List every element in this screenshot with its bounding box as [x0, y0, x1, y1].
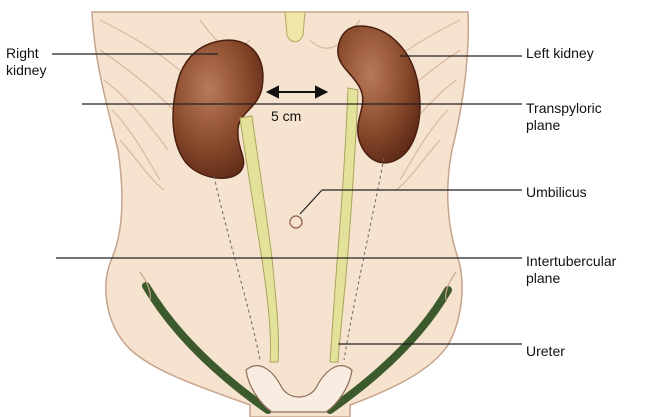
- distance-label: 5 cm: [271, 108, 301, 125]
- umbilicus-label-text: Umbilicus: [526, 184, 587, 201]
- transpyloric-plane-label: Transpyloric plane: [526, 100, 602, 134]
- intertubercular-label-line1: Intertubercular: [526, 253, 616, 270]
- ureter-label-text: Ureter: [526, 343, 565, 360]
- right-kidney-label-line2: kidney: [6, 62, 46, 79]
- intertubercular-label-line2: plane: [526, 270, 616, 287]
- distance-label-text: 5 cm: [271, 108, 301, 125]
- ureter-label: Ureter: [526, 343, 565, 360]
- umbilicus: [290, 216, 302, 228]
- transpyloric-label-line1: Transpyloric: [526, 100, 602, 117]
- intertubercular-plane-label: Intertubercular plane: [526, 253, 616, 287]
- right-kidney-label: Right kidney: [6, 45, 46, 79]
- transpyloric-label-line2: plane: [526, 117, 602, 134]
- left-kidney-label-text: Left kidney: [526, 45, 594, 62]
- right-kidney-label-line1: Right: [6, 45, 46, 62]
- umbilicus-label: Umbilicus: [526, 184, 587, 201]
- xiphoid-process: [285, 12, 305, 42]
- left-kidney-label: Left kidney: [526, 45, 594, 62]
